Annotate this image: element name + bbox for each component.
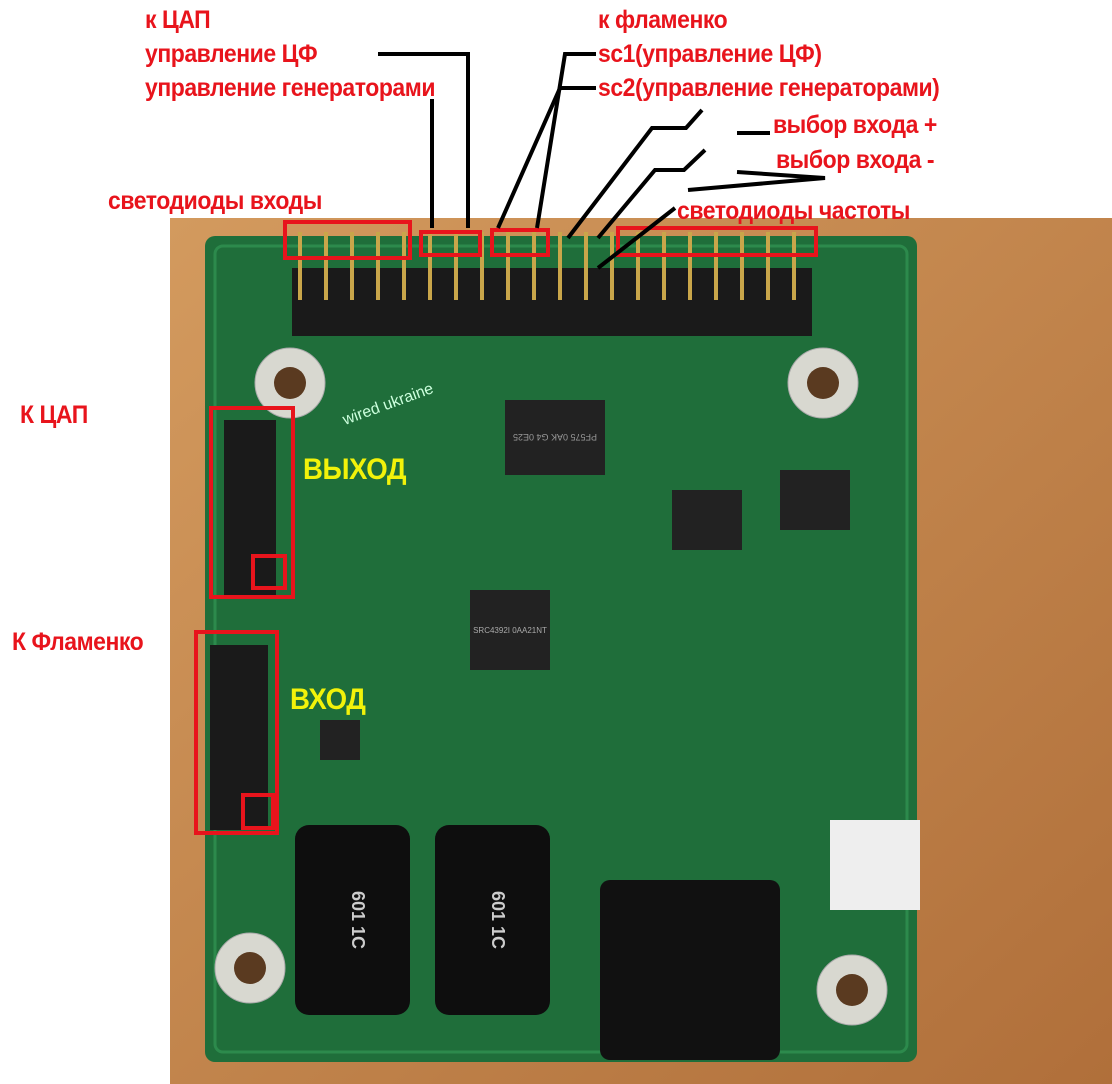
label-dac-header: к ЦАП xyxy=(145,6,211,34)
upper-chip-label: PF575 0AK G4 0E25 xyxy=(513,432,597,442)
top-pin-header xyxy=(292,268,812,336)
small-chip xyxy=(320,720,360,760)
transformer-1-marking: 601 1C xyxy=(348,891,368,949)
regulator xyxy=(780,470,850,530)
flamenco-pin-header xyxy=(210,645,268,830)
leader-lines xyxy=(378,52,826,270)
top-header-pins xyxy=(298,232,796,300)
upper-chip xyxy=(505,400,605,475)
label-to-flamenco: К Фламенко xyxy=(12,628,144,656)
dc-jack xyxy=(600,880,780,1060)
label-dac-generator-control: управление генераторами xyxy=(145,74,436,102)
mounting-hole-centers xyxy=(234,367,868,1006)
transformer-2 xyxy=(435,825,550,1015)
transformer-1 xyxy=(295,825,410,1015)
main-chip-label: SRC4392I 0AA21NT xyxy=(473,626,547,635)
label-dac-filter-control: управление ЦФ xyxy=(145,40,318,68)
sop-chip xyxy=(672,490,742,550)
transformer-2-marking: 601 1C xyxy=(488,891,508,949)
label-leds-frequency: светодиоды частоты xyxy=(677,197,910,225)
label-input-select-minus: выбор входа - xyxy=(776,146,935,174)
label-output: ВЫХОД xyxy=(303,453,407,486)
highlight-boxes xyxy=(194,220,818,835)
label-input-select-plus: выбор входа + xyxy=(773,111,937,139)
dac-pin-header xyxy=(224,420,276,595)
label-flamenco-header: к фламенко xyxy=(598,6,728,34)
label-input: ВХОД xyxy=(290,683,366,716)
label-leds-inputs: светодиоды входы xyxy=(108,187,322,215)
power-connector xyxy=(830,820,920,910)
main-chip xyxy=(470,590,550,670)
label-to-dac: К ЦАП xyxy=(20,401,88,429)
label-sc1: sc1(управление ЦФ) xyxy=(598,40,822,68)
label-sc2: sc2(управление генераторами) xyxy=(598,74,940,102)
